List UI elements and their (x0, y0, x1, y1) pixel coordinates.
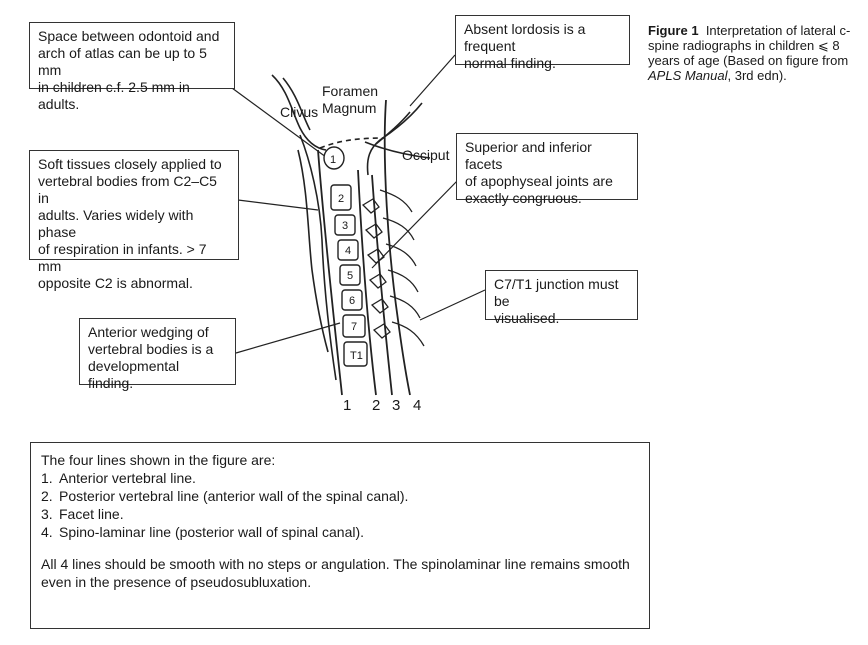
facet-shape (361, 198, 380, 214)
caption-text: Interpretation of lateral c-spine radiog… (648, 23, 851, 68)
vertebra-label: 2 (338, 193, 344, 205)
legend-number: 4. (41, 524, 53, 540)
vertebra-atlas (323, 146, 345, 170)
legend-number: 1. (41, 470, 53, 486)
vertebra-5 (339, 264, 361, 286)
figure-label: Figure 1 (648, 23, 699, 38)
leader-lordosis (409, 54, 456, 107)
clivus-inner (282, 77, 311, 131)
callout-facets: Superior and inferior facets of apophyse… (456, 133, 638, 206)
caption-text-end: , 3rd edn). (727, 68, 787, 83)
line-1-anterior-vertebral (317, 149, 343, 396)
callout-soft-tissues: Soft tissues closely applied to vertebra… (29, 150, 239, 291)
facet-shape (372, 323, 391, 339)
vertebra-label: 1 (330, 154, 336, 166)
facet-shape (364, 223, 383, 239)
clivus-outline (271, 74, 327, 151)
line-number: 1 (343, 397, 351, 414)
vertebra-2 (330, 184, 352, 211)
foramen-dashed (319, 137, 386, 149)
leader-soft-tissues (237, 199, 319, 211)
spinous-process (382, 217, 415, 241)
foramen-label: Foramen (322, 83, 378, 99)
legend-intro: The four lines shown in the figure are: (41, 452, 276, 468)
legend-item: 4. Spino-laminar line (posterior wall of … (41, 523, 639, 541)
clivus-label: Clivus (280, 104, 318, 120)
callout-wedging: Anterior wedging of vertebral bodies is … (79, 318, 236, 391)
line-2-posterior-vertebral (357, 169, 377, 396)
vertebra-t1 (343, 341, 368, 367)
callout-junction: C7/T1 junction must be visualised. (485, 270, 638, 326)
spinous-process (389, 295, 421, 319)
callout-odontoid: Space between odontoid and arch of atlas… (29, 22, 235, 112)
legend-number: 2. (41, 488, 53, 504)
legend-text: Facet line. (59, 506, 124, 522)
pharynx-wall (297, 149, 329, 353)
vertebra-label: 4 (345, 245, 351, 257)
vertebra-6 (341, 289, 363, 311)
line-4-spinolaminar (383, 99, 411, 396)
spinous-process (391, 321, 425, 347)
legend-number: 3. (41, 506, 53, 522)
occiput-curve-inner (375, 111, 411, 145)
leader-odontoid (231, 87, 331, 161)
legend-item: 1. Anterior vertebral line. (41, 469, 639, 487)
legend-list: 1. Anterior vertebral line. 2. Posterior v… (41, 469, 639, 541)
line-3-facet (371, 174, 393, 396)
occiput-base (364, 141, 431, 159)
soft-tissue-shadow (299, 134, 337, 381)
legend-text: Anterior vertebral line. (59, 470, 196, 486)
leader-facets (371, 177, 461, 269)
vertebra-label: 7 (351, 321, 357, 333)
line-number: 4 (413, 397, 421, 414)
vertebra-7 (342, 314, 366, 338)
facet-shape (368, 273, 387, 289)
figure-caption: Figure 1 Interpretation of lateral c-spi… (648, 23, 853, 83)
facet-shape (366, 248, 385, 264)
line-number: 3 (392, 397, 400, 414)
vertebra-label: 6 (349, 295, 355, 307)
callout-lordosis: Absent lordosis is a frequent normal fin… (455, 15, 630, 71)
occiput-label: Occiput (402, 147, 450, 163)
leader-junction (419, 289, 486, 321)
legend-item: 3. Facet line. (41, 505, 639, 523)
facet-shape (370, 298, 389, 314)
vertebra-4 (337, 239, 359, 261)
legend-text: Posterior vertebral line (anterior wall … (59, 488, 409, 504)
magnum-label: Magnum (322, 100, 376, 116)
legend-text: Spino-laminar line (posterior wall of sp… (59, 524, 365, 540)
legend-item: 2. Posterior vertebral line (anterior wal… (41, 487, 639, 505)
vertebra-3 (334, 214, 356, 236)
lines-legend-box: The four lines shown in the figure are: … (30, 442, 650, 629)
line-number: 2 (372, 397, 380, 414)
caption-italic: APLS Manual (648, 68, 728, 83)
legend-summary: All 4 lines should be smooth with no ste… (41, 556, 630, 590)
spinous-process (379, 189, 413, 213)
vertebra-label: T1 (350, 350, 363, 362)
vertebra-label: 3 (342, 220, 348, 232)
vertebra-label: 5 (347, 270, 353, 282)
